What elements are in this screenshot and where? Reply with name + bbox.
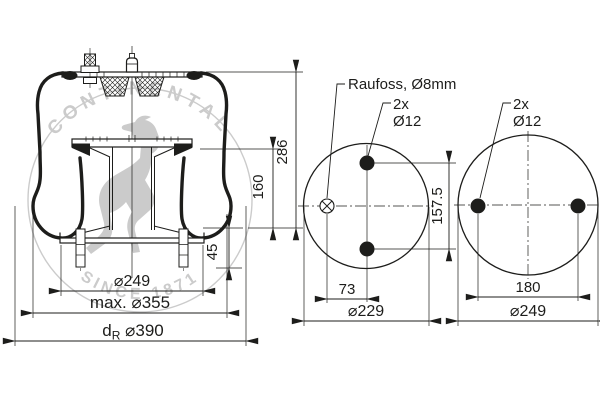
bumper-right [134,76,165,97]
mounting-bolt-right [178,226,189,271]
mounting-hole-top [359,155,375,171]
mounting-hole-bottom [359,241,375,257]
dim-hole-spacing: 180 [515,279,540,296]
rubber-bead-right [186,71,202,80]
leader-holes-right [479,102,511,199]
leader-raufoss [326,83,345,199]
piston-bottom-plate [59,237,205,244]
extension-lines [303,162,456,326]
piston-cylinder [109,147,155,230]
dim-plate-diameter: ⌀249 [510,303,546,320]
side-view: 286 160 45 ⌀249 max. ⌀355 dR ⌀390 [2,46,303,346]
raufoss-label: Raufoss, Ø8mm [348,76,456,93]
leader-holes-left [367,102,391,157]
dim-hole-spacing-vertical: 157.5 [429,187,446,225]
rubber-bead-left [62,71,78,80]
holes-count-label: 2x [393,96,409,113]
top-view-piston: 157.5 73 ⌀229 Raufoss, Ø8mm 2x Ø12 [291,76,456,326]
dim-roll-diameter: dR ⌀390 [102,321,163,343]
bellows-wall-left [31,71,85,240]
holes-count-label: 2x [513,96,529,113]
top-plate-crimp-ticks [96,72,192,77]
dim-max-diameter: max. ⌀355 [90,293,170,312]
dim-piston-height: 160 [250,174,267,199]
mounting-hole-right [570,198,586,214]
air-fitting-bolt [80,48,100,88]
dim-piston-diameter: ⌀229 [348,303,384,320]
dim-hole-offset: 73 [339,281,356,298]
extension-lines [457,206,599,326]
holes-diameter-label: Ø12 [393,113,421,130]
bumper-left [99,76,130,97]
piston-plate-ticks [85,135,179,142]
bead-clamp-right [174,143,192,156]
top-view-bead-plate: 180 ⌀249 2x Ø12 [445,96,600,326]
mounting-hole-left [470,198,486,214]
mounting-bolt-left [75,226,86,271]
dim-total-height: 286 [274,139,291,164]
piston-skirt [65,225,199,238]
horse-icon [86,115,160,254]
raufoss-vent-hole-icon [319,198,335,214]
piston-top-plate [71,138,193,148]
dim-plate-diameter: ⌀249 [114,273,150,290]
bellows-wall-right [179,71,233,240]
bead-clamp-left [72,143,90,156]
piston [59,135,205,271]
dim-stud-length: 45 [204,244,221,261]
center-stud [125,53,139,73]
holes-diameter-label: Ø12 [513,113,541,130]
